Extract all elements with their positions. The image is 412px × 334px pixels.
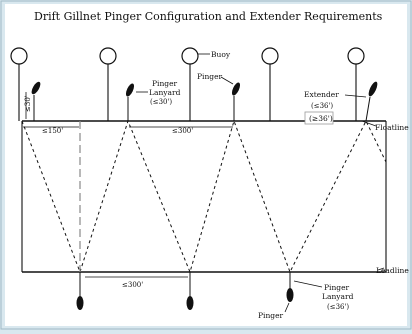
pinger-icon — [231, 82, 241, 96]
pinger-lanyard-bottom-label-3: (≤36') — [327, 303, 349, 311]
pinger-lanyard-top-label-1: Pinger — [152, 79, 178, 88]
pinger-lanyard-bottom-label-2: Lanyard — [322, 292, 354, 301]
dim-30-label: ≤30' — [24, 95, 32, 112]
extender-label-2: (≤36') — [311, 102, 333, 110]
pinger-lanyard-bottom-label-1: Pinger — [324, 283, 350, 292]
pinger-icon — [286, 288, 294, 302]
pinger-bottom-leader — [284, 302, 290, 313]
buoy-icon — [261, 47, 279, 65]
top-pingers — [31, 81, 378, 122]
extender-line — [365, 96, 371, 122]
buoy-icon — [181, 47, 199, 65]
net-mesh — [21, 119, 387, 274]
extender-value-box — [304, 111, 334, 125]
pinger-lanyard-bottom-leader — [293, 280, 323, 288]
pinger-top-leader — [220, 76, 234, 85]
pinger-icon — [125, 83, 135, 97]
pinger-icon — [186, 296, 194, 310]
pinger-icon — [368, 81, 378, 97]
diagram-title: Drift Gillnet Pinger Configuration and E… — [34, 10, 383, 23]
pinger-lanyard-top-label-2: Lanyard — [149, 88, 181, 97]
leadline-label: Leadline — [376, 266, 409, 275]
buoy-label: Buoy — [211, 50, 231, 59]
pinger-lanyard-top-label-3: (≤30') — [150, 98, 172, 106]
leadline-leader — [377, 267, 385, 271]
bottom-pingers — [76, 272, 294, 310]
pinger-icon — [31, 81, 41, 95]
buoy-group — [10, 47, 365, 121]
dim-300-top-label: ≤300' — [172, 127, 193, 135]
extender-leader — [344, 94, 367, 98]
floatline-label: Floatline — [375, 123, 409, 132]
floatline-leader — [361, 120, 377, 127]
pinger-bottom-label: Pinger — [258, 311, 284, 320]
buoy-icon — [99, 47, 117, 65]
pinger-icon — [76, 296, 84, 310]
pinger-top-label: Pinger — [197, 72, 223, 81]
dim-150-label: ≤150' — [42, 127, 63, 135]
extender-label-3: (≥36') — [309, 114, 333, 123]
dim-300-bottom-label: ≤300' — [122, 281, 143, 289]
buoy-icon — [10, 47, 28, 65]
extender-label-1: Extender — [304, 90, 339, 99]
buoy-icon — [347, 47, 365, 65]
diagram-panel — [5, 4, 407, 326]
